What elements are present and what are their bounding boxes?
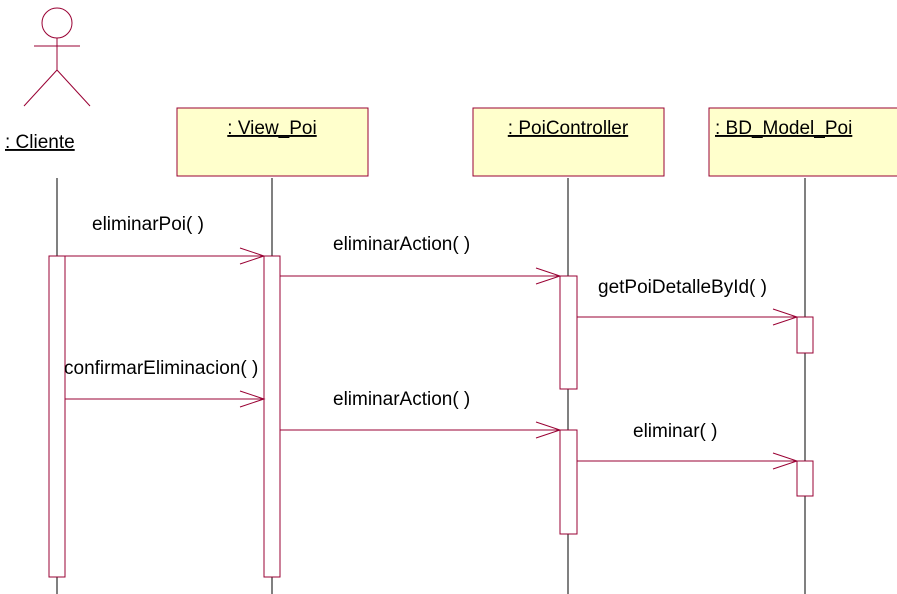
arrowhead-icon [772,452,799,470]
object-poi-controller[interactable]: : PoiController [472,107,665,177]
object-bd-model-poi[interactable]: : BD_Model_Poi [708,107,897,177]
message-get-poi-detalle-by-id[interactable]: getPoiDetalleById( ) [577,277,799,326]
message-label: eliminar( ) [633,421,717,442]
activation-model-2 [796,460,814,497]
message-confirmar-eliminacion[interactable]: confirmarEliminacion( ) [64,358,266,408]
activation-model-1 [796,316,814,354]
message-eliminar-action-1[interactable]: eliminarAction( ) [280,234,562,285]
message-label: confirmarEliminacion( ) [64,358,258,379]
actor-cliente[interactable] [23,7,91,107]
message-eliminar[interactable]: eliminar( ) [577,421,799,470]
message-eliminar-poi[interactable]: eliminarPoi( ) [65,214,266,265]
activation-controller-2 [559,429,578,535]
message-label: getPoiDetalleById( ) [598,277,767,298]
object-box [708,107,897,177]
arrowhead-icon [535,421,562,439]
arrowhead-icon [535,267,562,285]
activation-controller-1 [559,275,578,390]
actor-label: : Cliente [5,132,75,153]
object-box [176,107,369,177]
object-view-poi[interactable]: : View_Poi [176,107,369,177]
message-label: eliminarPoi( ) [92,214,204,235]
object-label: : BD_Model_Poi [715,118,852,139]
arrowhead-icon [239,390,266,408]
message-label: eliminarAction( ) [333,234,470,255]
arrowhead-icon [772,308,799,326]
object-label: : PoiController [508,118,629,139]
actor-right-leg [56,69,91,107]
arrowhead-icon [239,247,266,265]
actor-head [41,7,73,39]
activation-view-poi [263,255,281,578]
message-eliminar-action-2[interactable]: eliminarAction( ) [280,389,562,439]
object-label: : View_Poi [227,118,316,139]
actor-left-leg [23,69,58,107]
activation-cliente [48,255,66,578]
message-label: eliminarAction( ) [333,389,470,410]
object-box [472,107,665,177]
